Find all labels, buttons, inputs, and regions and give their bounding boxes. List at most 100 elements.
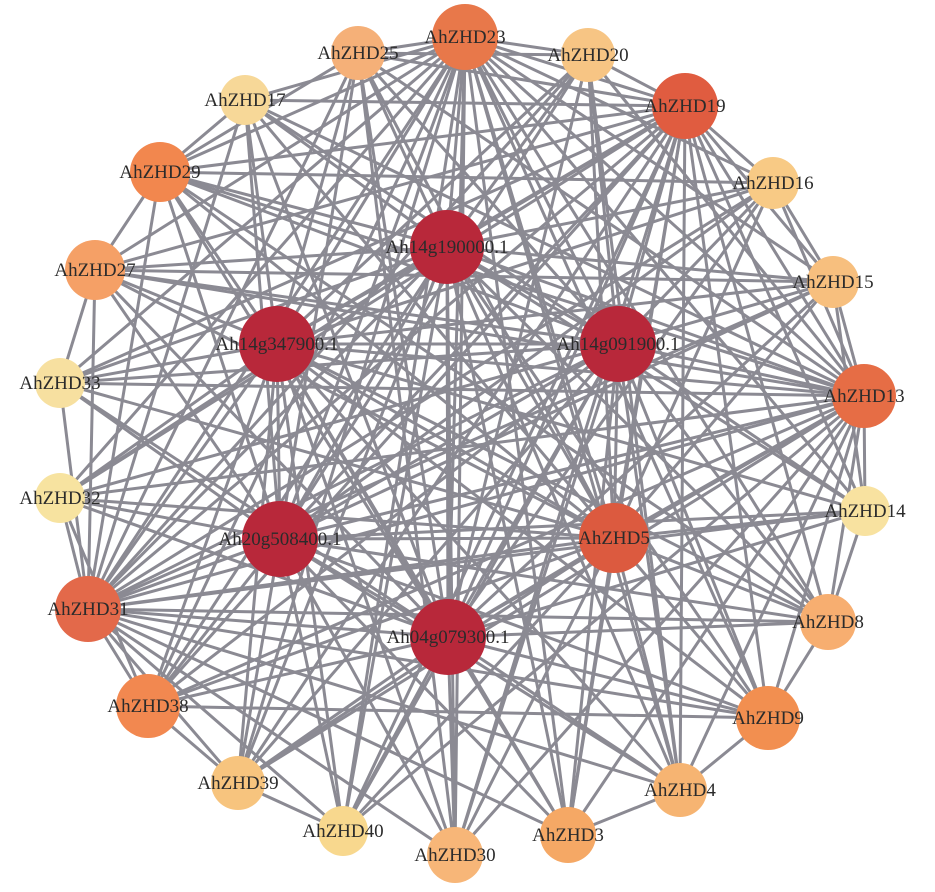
- edge-AhZHD27-AhZHD13: [93, 268, 866, 398]
- edge-Ah14g190000.1-AhZHD27: [93, 245, 449, 272]
- node-label: AhZHD4: [644, 780, 716, 801]
- edge-AhZHD17-Ah14g190000.1: [243, 98, 449, 249]
- edge-AhZHD17-AhZHD31: [86, 98, 247, 611]
- edges-layer: [58, 35, 867, 857]
- edge-AhZHD15-Ah20g508400.1: [278, 280, 835, 541]
- edge-Ah14g347900.1-AhZHD31: [86, 342, 279, 611]
- node-AhZHD16[interactable]: AhZHD16: [732, 157, 814, 209]
- node-AhZHD14[interactable]: AhZHD14: [824, 486, 906, 536]
- edge-AhZHD13-AhZHD9: [766, 394, 866, 720]
- node-circle[interactable]: [410, 210, 484, 284]
- node-AhZHD13[interactable]: AhZHD13: [823, 364, 905, 428]
- node-circle[interactable]: [130, 142, 190, 202]
- node-circle[interactable]: [840, 486, 890, 536]
- node-circle[interactable]: [653, 763, 707, 817]
- edge-AhZHD13-AhZHD3: [566, 394, 866, 837]
- edge-Ah14g091900.1-AhZHD3: [566, 342, 620, 837]
- edge-AhZHD23-AhZHD32: [58, 35, 467, 500]
- node-label: AhZHD38: [107, 696, 188, 717]
- node-AhZHD3[interactable]: AhZHD3: [532, 807, 604, 863]
- edge-Ah14g091900.1-AhZHD38: [146, 342, 620, 708]
- node-AhZHD8[interactable]: AhZHD8: [792, 594, 864, 650]
- node-circle[interactable]: [807, 256, 859, 308]
- edge-AhZHD25-AhZHD19: [356, 51, 687, 108]
- node-circle[interactable]: [427, 827, 483, 883]
- node-circle[interactable]: [318, 806, 368, 856]
- node-circle[interactable]: [540, 807, 596, 863]
- edge-Ah14g190000.1-AhZHD31: [86, 245, 449, 611]
- node-AhZHD40[interactable]: AhZHD40: [302, 806, 384, 856]
- node-AhZHD25[interactable]: AhZHD25: [317, 26, 399, 80]
- edge-AhZHD23-AhZHD16: [463, 35, 775, 185]
- edge-AhZHD23-AhZHD29: [158, 35, 467, 174]
- node-Ah20g508400.1[interactable]: Ah20g508400.1: [219, 501, 342, 577]
- edge-AhZHD29-AhZHD8: [158, 170, 830, 624]
- node-circle[interactable]: [116, 674, 180, 738]
- node-Ah14g347900.1[interactable]: Ah14g347900.1: [216, 306, 339, 382]
- node-circle[interactable]: [55, 576, 121, 642]
- edge-AhZHD29-Ah04g079300.1: [158, 170, 450, 639]
- node-circle[interactable]: [747, 157, 799, 209]
- node-Ah14g190000.1[interactable]: Ah14g190000.1: [386, 210, 509, 284]
- node-AhZHD33[interactable]: AhZHD33: [19, 358, 101, 408]
- node-circle[interactable]: [561, 28, 615, 82]
- edge-AhZHD17-Ah04g079300.1: [243, 98, 450, 639]
- node-AhZHD17[interactable]: AhZHD17: [204, 75, 286, 125]
- node-circle[interactable]: [331, 26, 385, 80]
- node-circle[interactable]: [211, 756, 265, 810]
- node-Ah14g091900.1[interactable]: Ah14g091900.1: [557, 306, 680, 382]
- node-circle[interactable]: [579, 503, 649, 573]
- node-AhZHD5[interactable]: AhZHD5: [578, 503, 650, 573]
- node-AhZHD31[interactable]: AhZHD31: [47, 576, 129, 642]
- node-AhZHD38[interactable]: AhZHD38: [107, 674, 189, 738]
- edge-AhZHD31-AhZHD40: [86, 607, 345, 833]
- node-circle[interactable]: [35, 358, 85, 408]
- edge-Ah04g079300.1-AhZHD38: [146, 635, 450, 708]
- node-circle[interactable]: [65, 240, 125, 300]
- edge-AhZHD27-AhZHD31: [86, 268, 97, 611]
- node-AhZHD30[interactable]: AhZHD30: [414, 827, 496, 883]
- edge-AhZHD33-Ah20g508400.1: [58, 381, 282, 541]
- node-AhZHD19[interactable]: AhZHD19: [644, 73, 726, 139]
- node-circle[interactable]: [832, 364, 896, 428]
- edge-AhZHD19-AhZHD29: [158, 104, 687, 174]
- node-AhZHD4[interactable]: AhZHD4: [644, 763, 716, 817]
- node-circle[interactable]: [800, 594, 856, 650]
- node-Ah04g079300.1[interactable]: Ah04g079300.1: [387, 599, 510, 675]
- node-AhZHD27[interactable]: AhZHD27: [54, 240, 136, 300]
- edge-Ah14g091900.1-AhZHD31: [86, 342, 620, 611]
- node-circle[interactable]: [432, 4, 498, 70]
- edge-AhZHD15-Ah04g079300.1: [446, 280, 835, 639]
- edge-AhZHD31-AhZHD30: [86, 607, 457, 857]
- edge-AhZHD16-Ah14g347900.1: [275, 181, 775, 346]
- node-circle[interactable]: [580, 306, 656, 382]
- node-AhZHD9[interactable]: AhZHD9: [732, 686, 804, 750]
- node-AhZHD23[interactable]: AhZHD23: [424, 4, 506, 70]
- node-AhZHD20[interactable]: AhZHD20: [547, 28, 629, 82]
- edge-AhZHD16-Ah14g190000.1: [445, 181, 775, 249]
- node-label: AhZHD23: [424, 27, 505, 48]
- node-circle[interactable]: [220, 75, 270, 125]
- edge-AhZHD19-Ah04g079300.1: [446, 104, 687, 639]
- node-circle[interactable]: [35, 473, 85, 523]
- edge-Ah20g508400.1-AhZHD9: [278, 537, 770, 720]
- node-AhZHD15[interactable]: AhZHD15: [792, 256, 874, 308]
- node-circle[interactable]: [652, 73, 718, 139]
- edge-Ah14g091900.1-AhZHD33: [58, 342, 620, 385]
- node-circle[interactable]: [410, 599, 486, 675]
- edge-Ah14g190000.1-AhZHD13: [445, 245, 866, 398]
- node-AhZHD32[interactable]: AhZHD32: [19, 473, 101, 523]
- edge-Ah14g190000.1-AhZHD9: [445, 245, 770, 720]
- node-AhZHD39[interactable]: AhZHD39: [197, 756, 279, 810]
- node-AhZHD29[interactable]: AhZHD29: [119, 142, 201, 202]
- node-circle[interactable]: [239, 306, 315, 382]
- edge-Ah04g079300.1-AhZHD9: [446, 635, 770, 720]
- edge-AhZHD20-AhZHD31: [86, 53, 590, 611]
- edge-AhZHD13-AhZHD39: [236, 394, 866, 785]
- node-circle[interactable]: [736, 686, 800, 750]
- node-circle[interactable]: [242, 501, 318, 577]
- edge-Ah20g508400.1-AhZHD5: [278, 536, 616, 541]
- edge-AhZHD29-Ah14g190000.1: [158, 170, 449, 249]
- node-label: Ah14g091900.1: [557, 334, 680, 355]
